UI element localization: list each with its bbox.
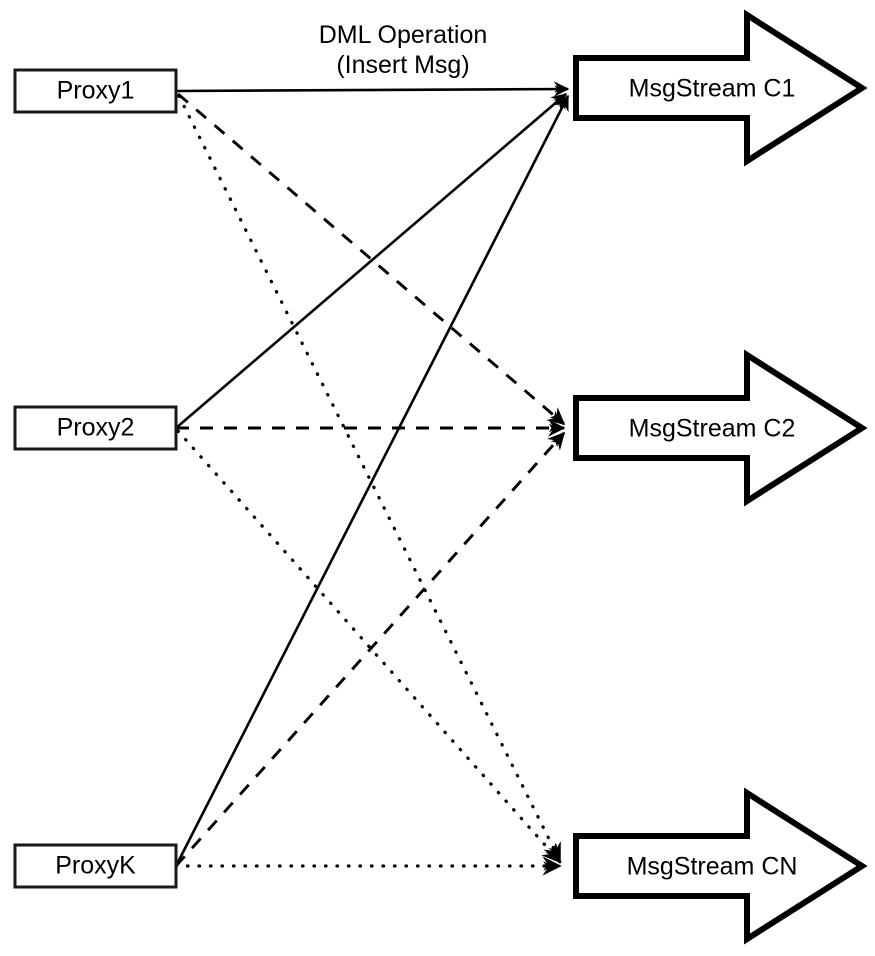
proxy2-label: Proxy2 bbox=[57, 414, 135, 442]
link-proxy1-to-stream-cn bbox=[177, 94, 562, 863]
link-proxy2-to-stream-cn bbox=[176, 429, 562, 864]
link-proxyk-to-stream-c2 bbox=[174, 431, 566, 867]
stream-node-cn[interactable]: MsgStream CN bbox=[573, 787, 868, 945]
proxyk-box[interactable] bbox=[13, 843, 178, 889]
dml-operation-caption-line2: (Insert Msg) bbox=[336, 51, 469, 79]
link-proxy1-to-stream-c2 bbox=[177, 92, 566, 426]
proxy-node-proxy2[interactable]: Proxy2 bbox=[13, 405, 178, 451]
stream-node-c2[interactable]: MsgStream C2 bbox=[573, 349, 868, 507]
dml-operation-caption: DML Operation (Insert Msg) bbox=[319, 21, 488, 79]
proxy-node-proxyk[interactable]: ProxyK bbox=[13, 843, 178, 889]
stream-node-c1[interactable]: MsgStream C1 bbox=[573, 9, 868, 167]
link-proxy2-to-stream-c1 bbox=[175, 93, 568, 429]
proxy1-box[interactable] bbox=[13, 68, 178, 114]
link-group bbox=[174, 81, 570, 876]
dml-operation-caption-line1: DML Operation bbox=[319, 21, 488, 49]
proxyk-label: ProxyK bbox=[55, 852, 136, 880]
msgstream-c1-label: MsgStream C1 bbox=[629, 75, 796, 103]
msgstream-cn-label: MsgStream CN bbox=[627, 853, 798, 881]
msgstream-cn-arrow-shape[interactable] bbox=[573, 787, 868, 945]
link-proxy1-to-stream-c1 bbox=[175, 81, 570, 97]
msgstream-c2-arrow-shape[interactable] bbox=[573, 349, 868, 507]
proxy-node-proxy1[interactable]: Proxy1 bbox=[13, 68, 178, 114]
proxy2-box[interactable] bbox=[13, 405, 178, 451]
link-proxyk-to-stream-c1 bbox=[174, 94, 570, 867]
proxy1-label: Proxy1 bbox=[57, 77, 135, 105]
msgstream-c1-arrow-shape[interactable] bbox=[573, 9, 868, 167]
msgstream-c2-label: MsgStream C2 bbox=[629, 415, 796, 443]
